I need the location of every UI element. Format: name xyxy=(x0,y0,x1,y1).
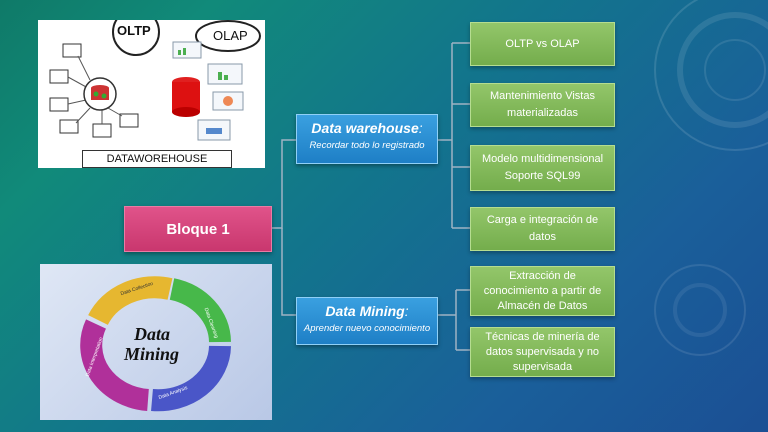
data-mining-cycle-graphic xyxy=(80,276,231,412)
leaf-text-line: Soporte SQL99 xyxy=(504,170,581,182)
leaf-text-line: datos supervisada y no xyxy=(485,345,600,358)
leaf-text-line: datos xyxy=(529,231,556,243)
leaf-text-line: conocimiento a partir de xyxy=(483,284,602,297)
data-mining-illustration: Data Mining Data Collection Data Cleanin… xyxy=(40,264,272,420)
dataworehouse-caption: DATAWOREHOUSE xyxy=(82,150,232,168)
data-mining-center-line2: Mining xyxy=(124,344,180,364)
leaf-text-line: Extracción de xyxy=(509,269,576,282)
leaf-text-line: materializadas xyxy=(507,107,578,119)
leaf-text-line: Modelo multidimensional xyxy=(481,153,604,165)
root-node-label: Bloque 1 xyxy=(166,220,230,238)
root-node-bloque-1[interactable]: Bloque 1 xyxy=(124,206,272,252)
branch-data-mining-colon: : xyxy=(404,303,409,319)
branch-data-warehouse[interactable]: Data warehouse: Recordar todo lo registr… xyxy=(296,114,438,164)
olap-label: OLAP xyxy=(213,28,248,43)
leaf-modelo-multidimensional[interactable]: Modelo multidimensional Soporte SQL99 xyxy=(470,145,615,191)
leaf-tecnicas-mineria[interactable]: Técnicas de minería de datos supervisada… xyxy=(470,327,615,377)
leaf-text-line: Mantenimiento Vistas xyxy=(490,90,595,102)
branch-data-warehouse-title: Data warehouse xyxy=(311,120,419,136)
branch-data-mining-subtitle: Aprender nuevo conocimiento xyxy=(303,323,431,334)
branch-data-warehouse-title-row: Data warehouse: xyxy=(297,120,437,136)
leaf-text-line: supervisada xyxy=(512,360,573,373)
oltp-olap-illustration: OLTP OLAP xyxy=(38,20,265,168)
leaf-text-line: Carga e integración de xyxy=(486,214,599,226)
leaf-text-line: OLTP vs OLAP xyxy=(505,37,580,50)
branch-data-warehouse-colon: : xyxy=(418,120,423,136)
leaf-extraccion-conocimiento[interactable]: Extracción de conocimiento a partir de A… xyxy=(470,266,615,316)
branch-data-warehouse-subtitle: Recordar todo lo registrado xyxy=(309,140,425,151)
leaf-oltp-vs-olap[interactable]: OLTP vs OLAP xyxy=(470,22,615,66)
branch-data-mining-title-row: Data Mining: xyxy=(297,303,437,319)
branch-data-mining-title: Data Mining xyxy=(325,303,405,319)
leaf-text-line: Técnicas de minería de xyxy=(485,330,600,343)
data-mining-center-line1: Data xyxy=(134,324,170,344)
branch-data-mining[interactable]: Data Mining: Aprender nuevo conocimiento xyxy=(296,297,438,345)
oltp-olap-graphic xyxy=(49,20,261,141)
leaf-mantenimiento-vistas[interactable]: Mantenimiento Vistas materializadas xyxy=(470,83,615,127)
leaf-text-line: Almacén de Datos xyxy=(497,299,588,312)
oltp-label: OLTP xyxy=(117,23,151,38)
leaf-carga-integracion[interactable]: Carga e integración de datos xyxy=(470,207,615,251)
